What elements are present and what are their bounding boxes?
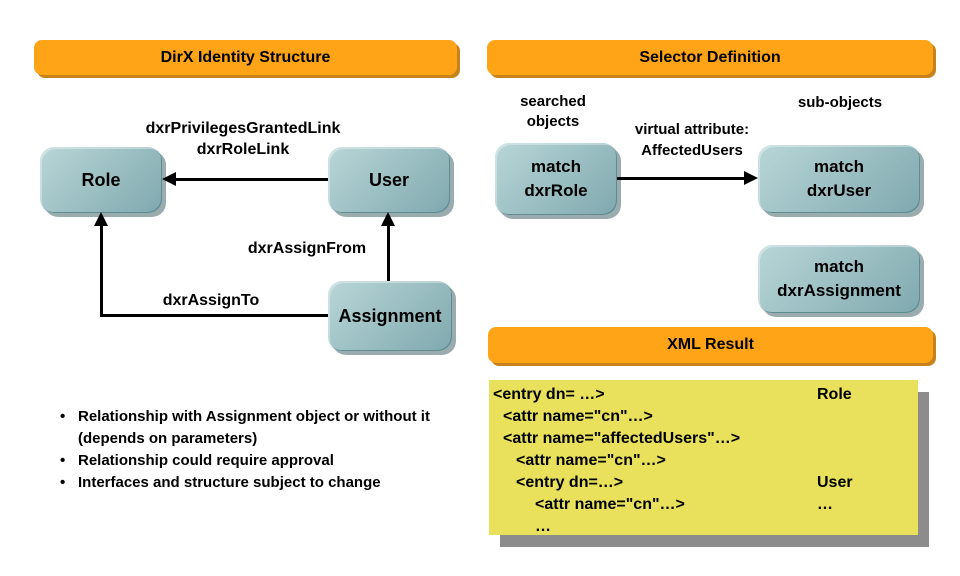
arrow-matchrole-to-matchuser-line <box>617 177 747 180</box>
xml-row: <attr name="cn"…> <box>489 406 918 428</box>
label-virtual-attribute: virtual attribute: AffectedUsers <box>606 119 778 161</box>
xml-row: <entry dn= …> Role <box>489 384 918 406</box>
bullet-item-relationship-assignment: Relationship with Assignment object or w… <box>52 406 464 450</box>
label-sub-objects: sub-objects <box>797 94 883 111</box>
node-role-label: Role <box>81 169 121 190</box>
arrow-user-to-role-line <box>174 178 328 181</box>
banner-dirx-identity-structure-title: DirX Identity Structure <box>160 48 331 66</box>
node-match-dxrassignment-line1: match <box>813 257 865 276</box>
bullet-item-relationship-approval: Relationship could require approval <box>52 450 464 472</box>
xml-code-line: <attr name="cn"…> <box>535 496 685 513</box>
banner-selector-definition-title: Selector Definition <box>639 48 781 66</box>
node-role: Role <box>40 147 162 213</box>
label-virtual-attribute-line2: AffectedUsers <box>641 142 743 159</box>
node-match-dxrrole-line1: match <box>530 157 582 176</box>
node-match-dxrrole-line2: dxrRole <box>524 181 588 200</box>
edge-label-assign-from: dxrAssignFrom <box>247 240 367 257</box>
label-searched-objects: searched objects <box>498 92 608 132</box>
xml-row: <attr name="affectedUsers"…> <box>489 428 918 450</box>
xml-annotation-ellipsis: … <box>817 496 833 513</box>
xml-row: <attr name="cn"…> … <box>489 494 918 516</box>
edge-label-assign-to: dxrAssignTo <box>162 292 260 309</box>
node-assignment: Assignment <box>328 281 452 351</box>
edge-label-privileges-granted-link-line1: dxrPrivilegesGrantedLink <box>145 120 341 137</box>
bullet-item-interfaces-change: Interfaces and structure subject to chan… <box>52 472 464 494</box>
label-searched-objects-line1: searched <box>520 93 586 110</box>
xml-row: … <box>489 516 918 535</box>
xml-annotation-role: Role <box>817 386 852 403</box>
node-match-dxruser-line2: dxrUser <box>806 181 872 200</box>
xml-code-line: … <box>535 518 551 535</box>
xml-code-line: <entry dn= …> <box>493 386 605 403</box>
arrow-assignment-to-role-vline <box>100 224 103 317</box>
node-match-dxrassignment-line2: dxrAssignment <box>777 281 901 300</box>
xml-code-line: <attr name="cn"…> <box>503 408 653 425</box>
banner-xml-result-title: XML Result <box>667 336 754 353</box>
node-match-dxruser: match dxrUser <box>758 145 920 213</box>
banner-selector-definition: Selector Definition <box>487 40 933 75</box>
arrow-user-to-role-head-icon <box>162 172 176 186</box>
label-searched-objects-line2: objects <box>526 113 580 130</box>
node-user-label: User <box>368 169 410 190</box>
arrow-matchrole-to-matchuser-head-icon <box>744 171 758 185</box>
banner-xml-result: XML Result <box>488 327 933 363</box>
node-match-dxrassignment: match dxrAssignment <box>758 245 920 313</box>
arrow-assignment-to-user-line <box>387 224 390 281</box>
banner-dirx-identity-structure: DirX Identity Structure <box>34 40 457 75</box>
node-assignment-label: Assignment <box>338 305 442 326</box>
arrow-assignment-to-user-head-icon <box>381 212 395 226</box>
arrow-assignment-to-role-hline <box>100 314 328 317</box>
xml-code-line: <attr name="cn"…> <box>516 452 666 469</box>
bullet-list: Relationship with Assignment object or w… <box>52 406 464 494</box>
xml-code-line: <entry dn=…> <box>516 474 624 491</box>
node-match-dxrrole: match dxrRole <box>495 143 617 215</box>
xml-code-line: <attr name="affectedUsers"…> <box>503 430 741 447</box>
edge-label-role-link: dxrRoleLink <box>196 141 290 158</box>
xml-row: <attr name="cn"…> <box>489 450 918 472</box>
xml-result-box: <entry dn= …> Role <attr name="cn"…> <at… <box>489 380 918 535</box>
node-user: User <box>328 147 450 213</box>
label-virtual-attribute-line1: virtual attribute: <box>634 121 750 138</box>
xml-row: <entry dn=…> User <box>489 472 918 494</box>
node-match-dxruser-line1: match <box>813 157 865 176</box>
edge-label-privileges-granted-link: dxrPrivilegesGrantedLink dxrRoleLink <box>118 118 368 160</box>
arrow-assignment-to-role-head-icon <box>94 212 108 226</box>
xml-annotation-user: User <box>817 474 853 491</box>
